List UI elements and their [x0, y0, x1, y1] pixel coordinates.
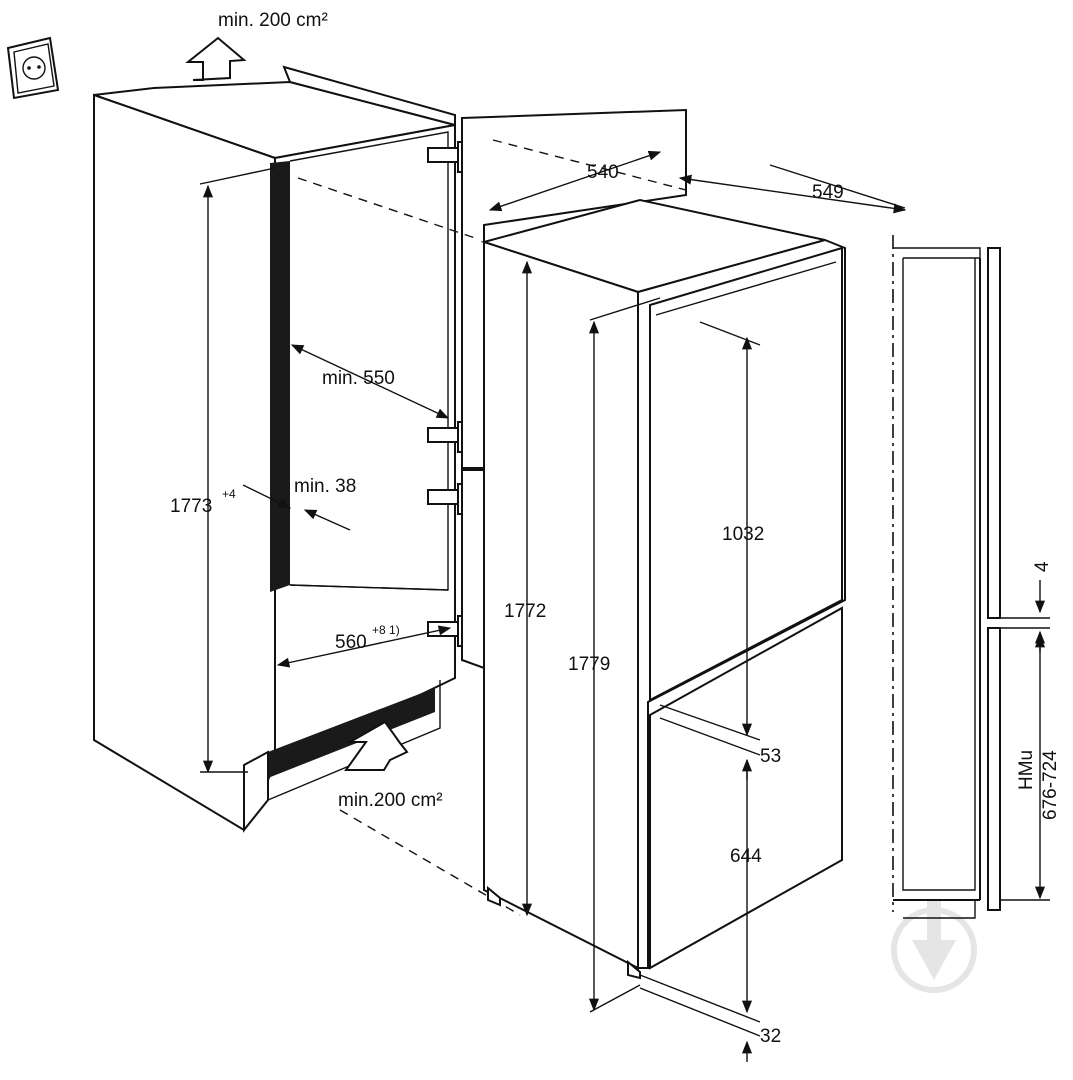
min-38-label: min. 38	[294, 476, 356, 497]
airflow-up-arrow-icon	[185, 36, 247, 81]
airflow-in-arrow-icon	[344, 720, 409, 771]
height-1773-label: 1773	[170, 496, 212, 517]
height-1772-label: 1772	[504, 601, 546, 622]
hmu-range-label: 676-724	[1040, 750, 1061, 820]
min-550-label: min. 550	[322, 368, 395, 389]
width-560-label: 560	[335, 632, 367, 653]
watermark-icon	[891, 900, 977, 993]
width-560-tolerance: +8 1)	[372, 623, 400, 637]
door-644-label: 644	[730, 846, 762, 867]
socket-icon	[6, 36, 60, 100]
appliance	[480, 198, 846, 980]
cabinet	[93, 65, 477, 833]
vent-bottom-label: min.200 cm²	[338, 790, 443, 811]
gap-53-label: 53	[760, 746, 781, 767]
gap-4-label: 4	[1032, 561, 1053, 572]
height-1779-label: 1779	[568, 654, 610, 675]
depth-549-label: 549	[812, 182, 844, 203]
side-profile	[892, 235, 1001, 919]
height-1773-tolerance: +4	[222, 487, 236, 501]
vent-top-label: min. 200 cm²	[218, 10, 328, 31]
width-540-label: 540	[587, 162, 619, 183]
lower-door	[649, 606, 843, 970]
door-1032-label: 1032	[722, 524, 764, 545]
hmu-title-label: HMu	[1016, 750, 1037, 790]
bottom-32-label: 32	[760, 1026, 781, 1047]
